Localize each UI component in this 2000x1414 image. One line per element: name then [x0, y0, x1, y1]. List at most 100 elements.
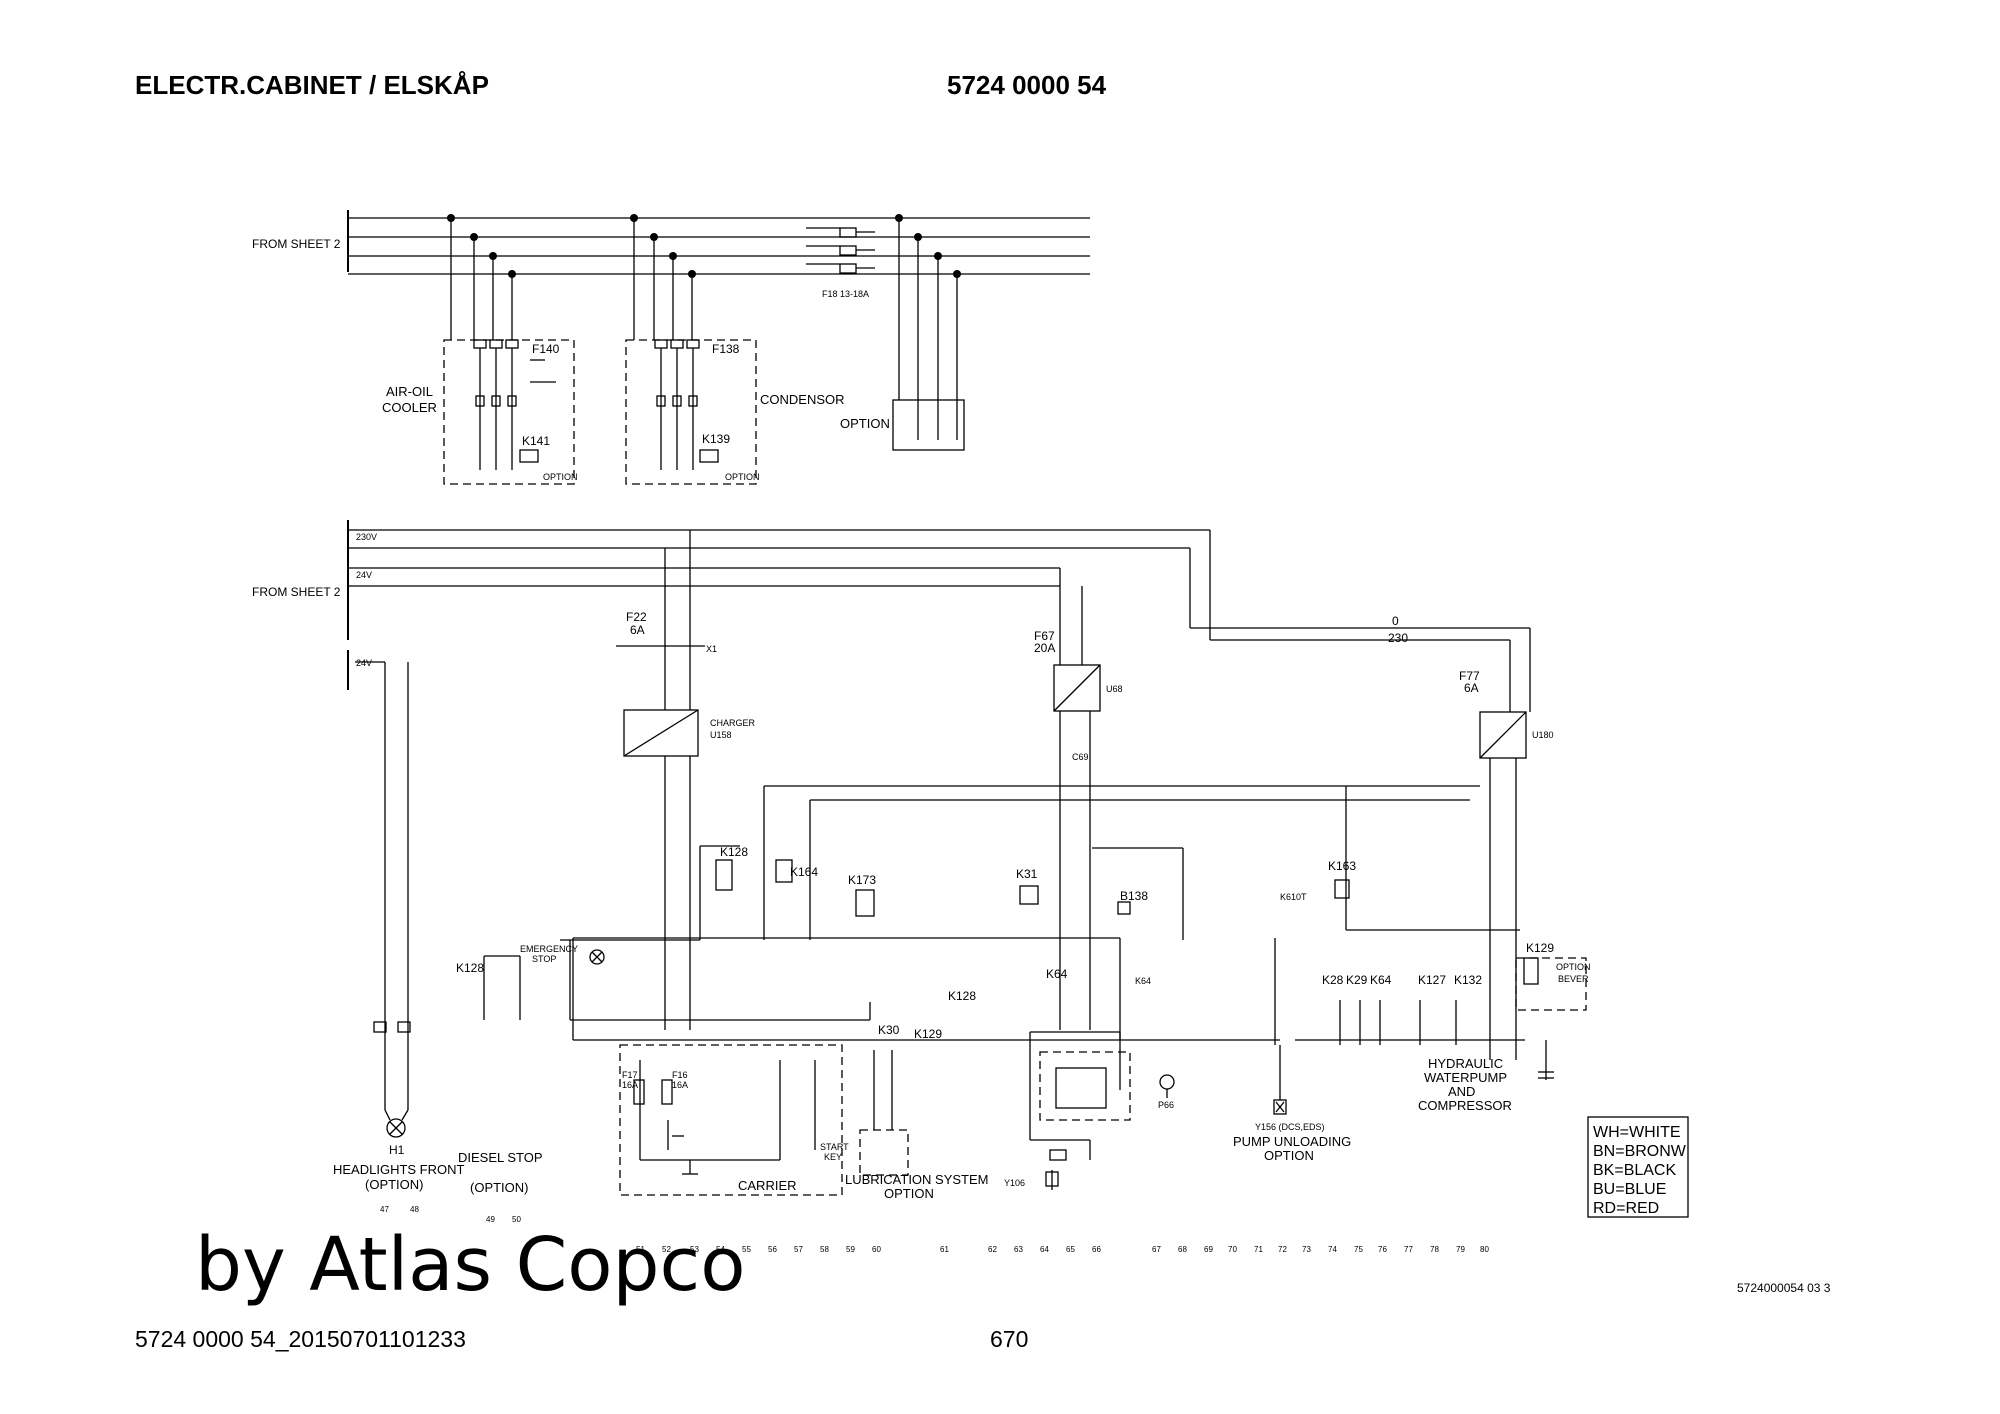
top-power-bus [347, 210, 1090, 275]
column-number: 55 [742, 1245, 751, 1254]
k64-label-2: K64 [1135, 976, 1151, 986]
document-title: ELECTR.CABINET / ELSKÅP [135, 70, 489, 100]
from-sheet-label-top: FROM SHEET 2 [252, 237, 341, 251]
y106-label: Y106 [1004, 1178, 1025, 1188]
column-number: 51 [636, 1245, 645, 1254]
f22-rating: 6A [630, 623, 645, 637]
column-number: 66 [1092, 1245, 1101, 1254]
option-outlet-label: OPTION [840, 416, 890, 431]
pump-unloading-wiring [1273, 1045, 1287, 1115]
p66-label: P66 [1158, 1100, 1174, 1110]
distribution-rails [699, 785, 1520, 940]
air-oil-cooler-feeders [447, 214, 516, 340]
u180-label: U180 [1532, 730, 1554, 740]
air-oil-cooler-contactor [473, 339, 556, 470]
f17-rating: 16A [622, 1080, 638, 1090]
k132-label: K132 [1454, 973, 1482, 987]
column-number: 67 [1152, 1245, 1161, 1254]
column-number: 75 [1354, 1245, 1363, 1254]
hydraulic-label-3: AND [1448, 1084, 1475, 1099]
option-outlet-box [892, 399, 965, 451]
k64-label: K64 [1046, 967, 1068, 981]
bus-24v-label-left: 24V [356, 658, 372, 668]
lubrication-label-2: OPTION [884, 1186, 934, 1201]
hydraulic-label-1: HYDRAULIC [1428, 1056, 1503, 1071]
footer-filename: 5724 0000 54_20150701101233 [135, 1326, 466, 1352]
f67-label: F67 [1034, 629, 1055, 643]
u180-feed [1189, 530, 1531, 712]
column-number: 79 [1456, 1245, 1465, 1254]
column-number: 72 [1278, 1245, 1287, 1254]
air-oil-cooler-label-1: AIR-OIL [386, 384, 433, 399]
k29-label: K29 [1346, 973, 1368, 987]
k129-relay-label: K129 [1526, 941, 1554, 955]
headlights-label-1: HEADLIGHTS FRONT [333, 1162, 465, 1177]
k141-label: K141 [522, 434, 550, 448]
k129-contact-label: K129 [914, 1027, 942, 1041]
f138-label: F138 [712, 342, 740, 356]
y156-label: Y156 (DCS,EDS) [1255, 1122, 1325, 1132]
f77-rating: 6A [1464, 681, 1479, 695]
f22-label: F22 [626, 610, 647, 624]
legend-black: BK=BLACK [1593, 1162, 1676, 1179]
drawing-reference: 5724000054 03 3 [1737, 1281, 1831, 1295]
bus-24v-label: 24V [356, 570, 372, 580]
bus-230v-label: 230V [356, 532, 377, 542]
h1-label: H1 [389, 1143, 405, 1157]
option-bever-label-2: BEVER [1558, 974, 1589, 984]
column-number: 69 [1204, 1245, 1213, 1254]
k610t-label: K610T [1280, 892, 1307, 902]
k139-label: K139 [702, 432, 730, 446]
f16-label: F16 [672, 1070, 688, 1080]
column-number: 58 [820, 1245, 829, 1254]
document-number: 5724 0000 54 [947, 70, 1107, 100]
diesel-stop-label-1: DIESEL STOP [458, 1150, 543, 1165]
air-oil-cooler-option-box [443, 339, 575, 485]
carrier-wiring [633, 1060, 816, 1175]
column-number: 49 [486, 1215, 495, 1224]
bus-0-label: 0 [1392, 614, 1399, 628]
column-number: 57 [794, 1245, 803, 1254]
u68-branch [1053, 568, 1101, 1030]
pump-unloading-label-2: OPTION [1264, 1148, 1314, 1163]
watermark: by Atlas Copco [195, 1222, 746, 1308]
column-number: 54 [716, 1245, 725, 1254]
column-number: 77 [1404, 1245, 1413, 1254]
k128-diesel-stop [483, 955, 521, 1020]
column-number: 78 [1430, 1245, 1439, 1254]
column-number: 59 [846, 1245, 855, 1254]
carrier-label: CARRIER [738, 1178, 797, 1193]
f77-label: F77 [1459, 669, 1480, 683]
lubrication-wiring [873, 1050, 893, 1130]
lubrication-box [859, 1129, 909, 1176]
k64-label-3: K64 [1370, 973, 1392, 987]
charger-label-1: CHARGER [710, 718, 756, 728]
control-power-bus [347, 520, 1210, 640]
air-oil-option-label: OPTION [543, 472, 578, 482]
column-number: 68 [1178, 1245, 1187, 1254]
emergency-stop-label-1: EMERGENCY [520, 944, 578, 954]
column-number: 71 [1254, 1245, 1263, 1254]
hydraulic-label-4: COMPRESSOR [1418, 1098, 1512, 1113]
f18-label: F18 13-18A [822, 289, 869, 299]
u180-branch [1479, 711, 1527, 1060]
column-number: 48 [410, 1205, 419, 1214]
f18-breaker [806, 227, 875, 274]
u68-label: U68 [1106, 684, 1123, 694]
emergency-stop-circuit [560, 939, 871, 1021]
column-number: 74 [1328, 1245, 1337, 1254]
column-number: 63 [1014, 1245, 1023, 1254]
k127-label: K127 [1418, 973, 1446, 987]
wire-color-legend [1587, 1116, 1689, 1218]
headlights-circuit [347, 650, 411, 1138]
pump-unloading-label-1: PUMP UNLOADING [1233, 1134, 1351, 1149]
column-number: 47 [380, 1205, 389, 1214]
page-number: 670 [990, 1326, 1029, 1352]
carrier-box [619, 1044, 843, 1196]
emergency-stop-label-2: STOP [532, 954, 556, 964]
column-number: 64 [1040, 1245, 1049, 1254]
column-number: 56 [768, 1245, 777, 1254]
bus-230-label: 230 [1388, 631, 1408, 645]
pump-module-box [1039, 1051, 1131, 1121]
